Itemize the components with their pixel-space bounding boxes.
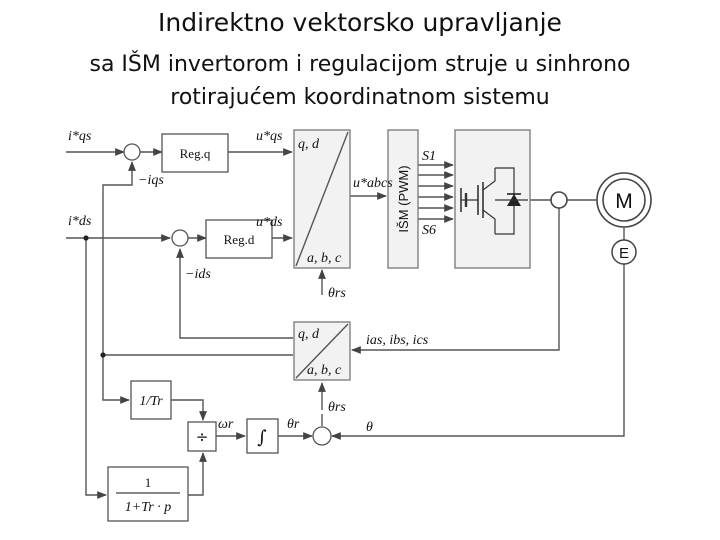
title-line-2: sa IŠM invertorom i regulacijom struje u… bbox=[89, 52, 631, 77]
uabcs-ref-label: u*abcs bbox=[353, 176, 393, 191]
integrator-label: ∫ bbox=[257, 427, 267, 448]
integrator-block: ∫ bbox=[246, 418, 279, 454]
filter-denominator: 1+Tr · p bbox=[125, 500, 171, 515]
current-sensor-icon bbox=[550, 191, 568, 209]
iqs-feedback-label: −iqs bbox=[138, 173, 164, 188]
transform-lower-top-label: q, d bbox=[298, 327, 320, 342]
transform-lower-bottom-label: a, b, c bbox=[307, 363, 342, 378]
pwm-label: IŠM (PWM) bbox=[396, 165, 411, 232]
reg-d-label: Reg.d bbox=[224, 232, 255, 247]
transform-lower-block: q, d a, b, c bbox=[293, 321, 351, 381]
uqs-ref-label: u*qs bbox=[256, 129, 283, 144]
motor-icon: M bbox=[596, 172, 652, 228]
wires bbox=[66, 148, 625, 499]
transform-upper-block: q, d a, b, c bbox=[293, 129, 351, 269]
reg-d-block: Reg.d bbox=[205, 219, 273, 259]
switch-s1-label: S1 bbox=[422, 149, 436, 164]
sum-junction-d bbox=[171, 229, 189, 247]
title-line-3: rotirajućem koordinatnom sistemu bbox=[170, 85, 550, 110]
ids-feedback-label: −ids bbox=[185, 267, 211, 282]
omega-r-label: ωr bbox=[218, 417, 234, 432]
inverter-block bbox=[454, 129, 531, 269]
iqs-ref-label: i*qs bbox=[68, 129, 92, 144]
theta-rs-upper-label: θrs bbox=[328, 286, 346, 301]
filter-numerator: 1 bbox=[145, 475, 152, 490]
theta-label: θ bbox=[366, 420, 373, 435]
inverse-tr-label: 1/Tr bbox=[139, 394, 163, 409]
divide-block: ÷ bbox=[187, 421, 217, 452]
encoder-icon: E bbox=[611, 239, 637, 265]
title-line-1: Indirektno vektorsko upravljanje bbox=[158, 8, 562, 37]
sum-junction-theta bbox=[312, 426, 332, 446]
motor-label: M bbox=[615, 190, 633, 213]
rotor-filter-block: 1 1+Tr · p bbox=[107, 466, 189, 522]
ids-ref-label: i*ds bbox=[68, 214, 92, 229]
pwm-block: IŠM (PWM) bbox=[387, 129, 419, 269]
divide-label: ÷ bbox=[196, 428, 209, 446]
phase-currents-label: ias, ibs, ics bbox=[366, 333, 429, 348]
theta-r-label: θr bbox=[287, 417, 300, 432]
encoder-label: E bbox=[619, 245, 629, 262]
reg-q-label: Reg.q bbox=[180, 146, 211, 161]
switch-s6-label: S6 bbox=[422, 223, 436, 238]
theta-rs-lower-label: θrs bbox=[328, 400, 346, 415]
inverse-tr-block: 1/Tr bbox=[130, 380, 172, 420]
transform-upper-bottom-label: a, b, c bbox=[307, 251, 342, 266]
reg-q-block: Reg.q bbox=[161, 133, 229, 173]
transform-upper-top-label: q, d bbox=[298, 137, 320, 152]
uds-ref-label: u*ds bbox=[256, 215, 283, 230]
sum-junction-q bbox=[123, 143, 141, 161]
